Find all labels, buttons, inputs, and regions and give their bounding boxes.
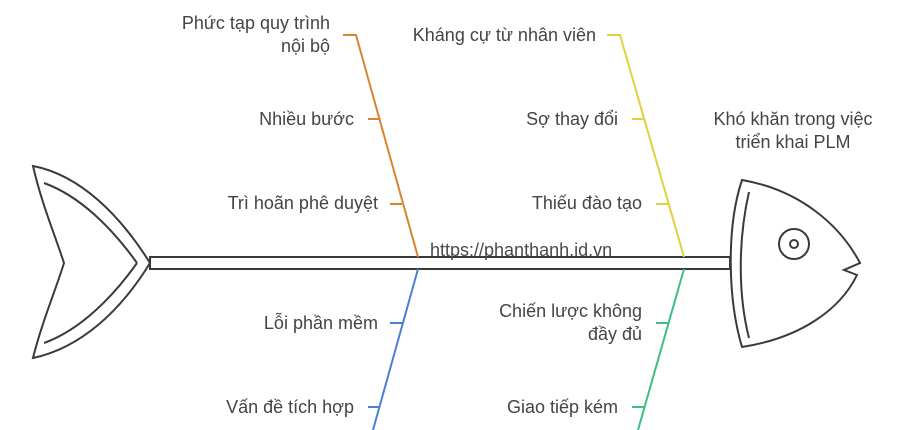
cause-line: Vấn đề tích hợp: [226, 397, 354, 417]
fish-head: [729, 178, 862, 349]
cause-strategy-1: Chiến lược không đầy đủ: [499, 300, 642, 346]
cause-strategy-2: Giao tiếp kém: [507, 396, 618, 419]
cause-line: nội bộ: [280, 36, 330, 56]
cause-line: Kháng cự từ nhân viên: [412, 25, 596, 45]
cause-people-2: Sợ thay đổi: [526, 108, 618, 131]
cause-line: Trì hoãn phê duyệt: [227, 193, 378, 213]
cause-line: Chiến lược không: [499, 301, 642, 321]
watermark: https://phanthanh.id.vn: [430, 240, 613, 260]
fish-tail: [31, 164, 152, 360]
fish-eye: [778, 228, 810, 260]
effect-line: Khó khăn trong việc: [713, 109, 873, 129]
cause-line: Giao tiếp kém: [506, 397, 618, 417]
effect-label: Khó khăn trong việc triển khai PLM: [698, 108, 888, 154]
cause-line: Sợ thay đổi: [526, 109, 618, 129]
cause-people-1: Kháng cự từ nhân viên: [413, 24, 596, 47]
cause-people-3: Thiếu đào tạo: [532, 192, 642, 215]
cause-process-1: Phức tạp quy trình nội bộ: [182, 12, 330, 58]
cause-line: Lỗi phần mềm: [263, 313, 378, 333]
cause-technology-1: Lỗi phần mềm: [264, 312, 378, 335]
cause-line: đầy đủ: [587, 324, 642, 344]
bone-people: [607, 34, 685, 258]
fish-tail-inner: [43, 182, 138, 344]
cause-process-2: Nhiều bước: [259, 108, 354, 131]
bone-strategy: [637, 268, 685, 430]
cause-technology-2: Vấn đề tích hợp: [226, 396, 354, 419]
cause-line: Thiếu đào tạo: [531, 193, 642, 213]
fish-eye-pupil: [789, 239, 799, 249]
cause-process-3: Trì hoãn phê duyệt: [228, 192, 378, 215]
bone-technology: [372, 268, 419, 430]
effect-line: triển khai PLM: [735, 132, 851, 152]
cause-line: Phức tạp quy trình: [181, 13, 330, 33]
fish-gill: [739, 191, 750, 339]
cause-line: Nhiều bước: [259, 109, 354, 129]
bone-process: [343, 34, 419, 258]
